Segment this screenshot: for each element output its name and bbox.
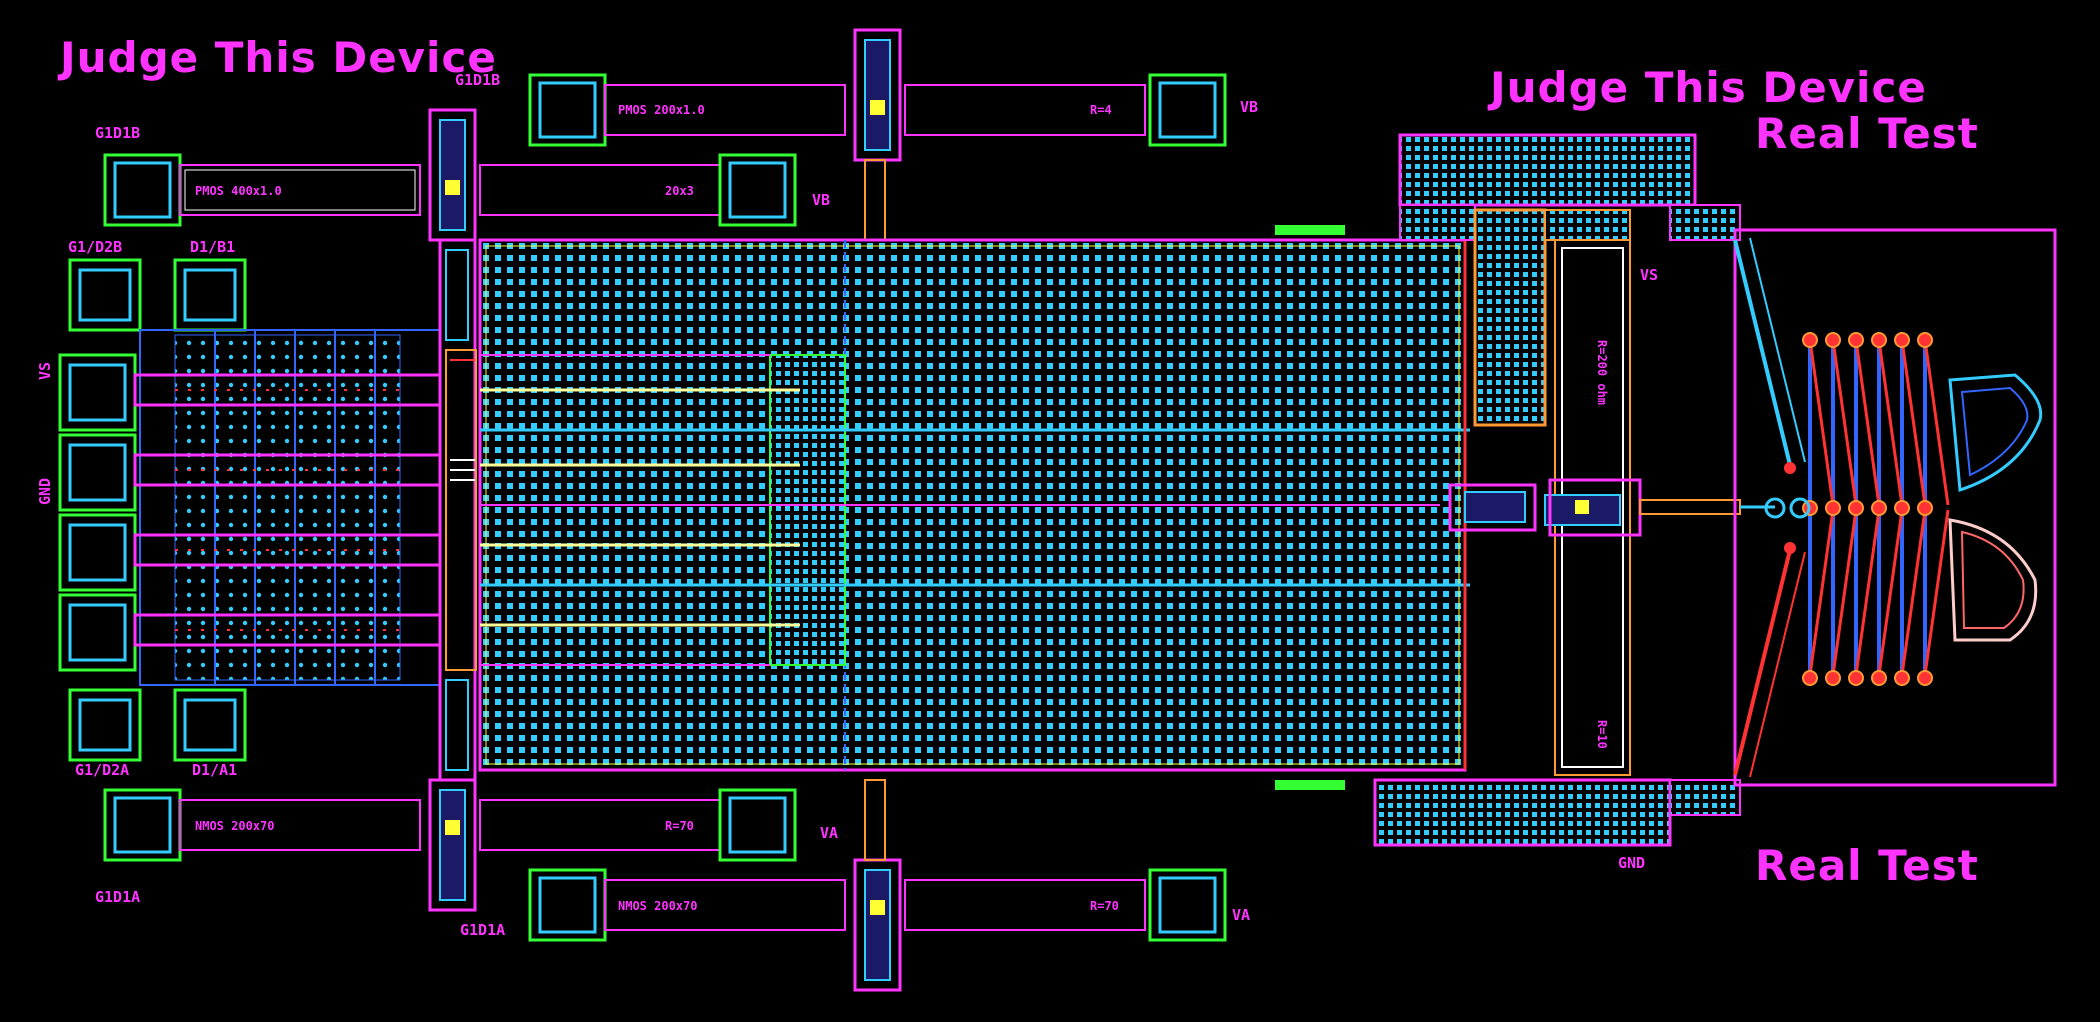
top-transistor-stack-right — [853, 28, 902, 241]
top-right-title: Judge This Device — [1487, 63, 1927, 112]
bottom-transistor-stack-left — [428, 778, 477, 912]
right-upper-via-block — [1398, 133, 1741, 427]
label-vs-right: VS — [1640, 266, 1658, 284]
bottom-right-resistor-row: NMOS 200x70 R=70 — [528, 868, 1227, 942]
label-va-bottom: VA — [1232, 906, 1250, 924]
bottom-left-res-r-tag: R=70 — [665, 819, 694, 833]
center-probe-transistor — [1448, 478, 1775, 537]
vert-lower-tag: R=10 — [1595, 720, 1609, 749]
top-left-res-r-tag: 20x3 — [665, 184, 694, 198]
left-bus-column — [438, 238, 477, 782]
label-vb-top: VB — [1240, 98, 1258, 116]
label-va-mid: VA — [820, 824, 838, 842]
label-vs-left: VS — [36, 362, 54, 380]
left-transistor-array — [133, 329, 442, 686]
top-right-resistor-row: PMOS 200x1.0 R=4 — [528, 73, 1227, 147]
label-g1d1a: G1D1A — [95, 888, 140, 906]
top-transistor-stack-left — [428, 108, 477, 242]
top-right-res-r-tag: R=4 — [1090, 103, 1112, 117]
top-left-title: Judge This Device — [57, 33, 497, 82]
right-upper-title: Real Test — [1755, 109, 1979, 158]
label-g1d1b: G1D1B — [95, 124, 140, 142]
bottom-left-resistor-row: NMOS 200x70 R=70 — [103, 788, 797, 862]
label-d1a: D1/A1 — [192, 761, 237, 779]
main-via-array — [478, 225, 1470, 790]
bottom-right-res-r-tag: R=70 — [1090, 899, 1119, 913]
shield-lower-icon — [1948, 518, 2038, 642]
top-right-res-tag: PMOS 200x1.0 — [618, 103, 705, 117]
label-vb-mid: VB — [812, 191, 830, 209]
comb-drive-array — [1764, 332, 1950, 686]
actuator-frame — [1733, 228, 2057, 787]
label-g1d1b-top: G1D1B — [455, 71, 500, 89]
bottom-right-res-tag: NMOS 200x70 — [618, 899, 697, 913]
label-gnd-left: GND — [36, 478, 54, 505]
bottom-transistor-stack-right — [853, 779, 902, 992]
right-lower-via-block — [1373, 778, 1741, 847]
label-g1d1a-bottom: G1D1A — [460, 921, 505, 939]
label-g1d2a: G1/D2A — [75, 761, 129, 779]
shield-upper-icon — [1948, 373, 2043, 493]
label-d1b: D1/B1 — [190, 238, 235, 256]
vert-upper-tag: R=200 ohm — [1595, 340, 1609, 405]
top-left-resistor-row: PMOS 400x1.0 20x3 — [103, 153, 797, 227]
label-gnd-right: GND — [1618, 854, 1645, 872]
label-g1d2b: G1/D2B — [68, 238, 122, 256]
right-lower-title: Real Test — [1755, 841, 1979, 890]
top-left-res-tag: PMOS 400x1.0 — [195, 184, 282, 198]
bottom-left-res-tag: NMOS 200x70 — [195, 819, 274, 833]
